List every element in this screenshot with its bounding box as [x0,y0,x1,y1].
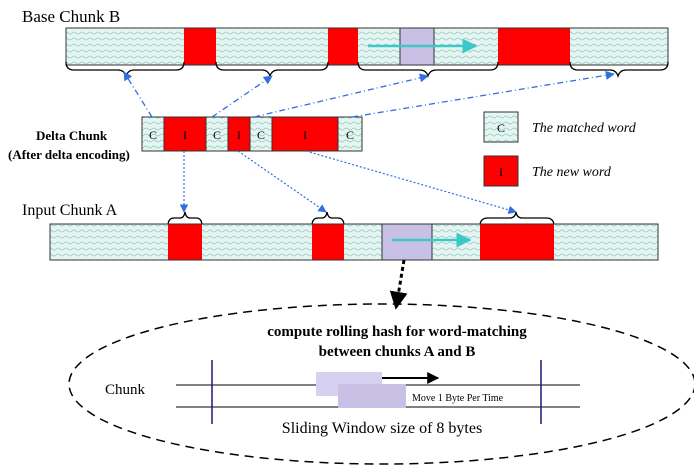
delta-chunk-sublabel: (After delta encoding) [8,147,130,162]
base-segment-matched [216,28,328,65]
base-segment-new [184,28,216,65]
base-segment-new [498,28,570,65]
legend: C The matched word I The new word [483,111,637,187]
chunk-stream: Move 1 Byte Per Time [176,360,580,424]
legend-matched-symbol: C [497,121,505,135]
delta-cell-label: C [346,128,354,142]
delta-cell-label: C [257,128,265,142]
base-chunk-bar [65,27,669,66]
legend-matched-text: The matched word [532,121,637,136]
move-label: Move 1 Byte Per Time [412,393,504,404]
base-segment-matched [570,28,668,65]
ellipse-title-line2: between chunks A and B [319,344,476,360]
input-segment-matched [202,224,312,260]
base-segment-new [328,28,358,65]
delta-cell-label: I [237,128,241,142]
input-segment-matched [50,224,168,260]
window-size-label: Sliding Window size of 8 bytes [282,420,482,437]
input-segment-new [312,224,344,260]
input-segment-new [480,224,554,260]
legend-new-text: The new word [532,165,612,180]
input-sliding-window [381,223,433,261]
delta-chunk-label: Delta Chunk [36,128,108,143]
legend-new-swatch [483,155,519,187]
delta-cell-label: C [213,128,221,142]
legend-matched-swatch [483,111,519,143]
window-position-next [338,384,406,408]
legend-new-symbol: I [499,165,503,179]
base-segment-matched [66,28,184,65]
delta-to-base-arrows [123,70,615,118]
delta-cell-matched [337,116,363,152]
delta-chunk-bar: C I C I C I C [141,116,363,152]
input-chunk-bar [49,223,659,261]
delta-cell-label: C [149,128,157,142]
input-segment-matched [554,224,658,260]
base-chunk-label: Base Chunk B [22,7,120,26]
ellipse-chunk-label: Chunk [105,382,146,398]
rolling-hash-ellipse [68,303,694,465]
delta-cell-label: I [183,128,187,142]
ellipse-title-line1: compute rolling hash for word-matching [267,324,527,340]
delta-cell-label: I [303,128,307,142]
delta-to-input-arrows [179,150,517,214]
window-to-ellipse-arrow [389,259,408,310]
input-segment-new [168,224,202,260]
input-chunk-label: Input Chunk A [22,202,118,219]
